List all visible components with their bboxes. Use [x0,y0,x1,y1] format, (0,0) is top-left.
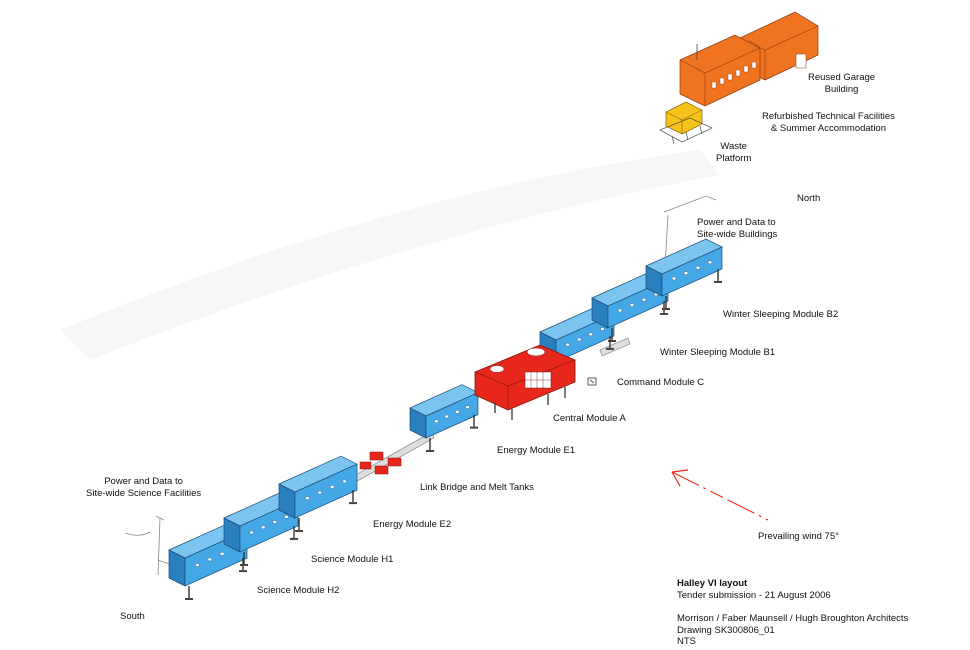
technical-facilities-building [679,34,761,107]
energy-module-e1 [409,384,479,452]
label-energy-e1: Energy Module E1 [497,445,576,456]
label-central-a: Central Module A [553,413,626,424]
drawing-number: Drawing SK300806_01 [677,624,775,636]
melt-tanks [359,451,402,475]
drawing-title: Halley VI layout [677,578,748,589]
label-power-buildings: Power and Data to Site-wide Buildings [697,217,778,240]
label-reused-garage: Reused Garage Building [808,72,876,95]
architects: Morrison / Faber Maunsell / Hugh Brought… [677,613,909,624]
label-winter-b2: Winter Sleeping Module B2 [723,309,839,320]
label-technical-facilities: Refurbished Technical Facilities & Summe… [762,111,895,134]
label-energy-e2: Energy Module E2 [373,519,452,530]
central-module-a [474,344,576,420]
winter-sleeping-module-b3 [645,238,723,310]
submission-date: Tender submission - 21 August 2006 [677,589,831,601]
energy-module-e2 [278,455,358,532]
label-south: South [120,611,145,622]
title-block: Halley VI layout Tender submission - 21 … [677,578,908,648]
label-science-h2: Science Module H2 [257,585,340,596]
snow-shading [60,150,720,360]
prevailing-wind-arrow [671,469,769,521]
label-command-c: Command Module C [617,377,705,388]
command-module-c-marker [587,377,597,386]
label-north: North [797,193,821,204]
label-science-h1: Science Module H1 [311,554,394,565]
label-winter-b1: Winter Sleeping Module B1 [660,347,776,358]
label-power-science: Power and Data to Site-wide Science Faci… [86,476,202,499]
label-link-bridge: Link Bridge and Melt Tanks [420,482,534,493]
drawing-scale: NTS [677,636,696,647]
label-wind: Prevailing wind 75° [758,531,839,542]
waste-platform [659,101,713,145]
label-waste-platform: Waste Platform [716,141,752,164]
